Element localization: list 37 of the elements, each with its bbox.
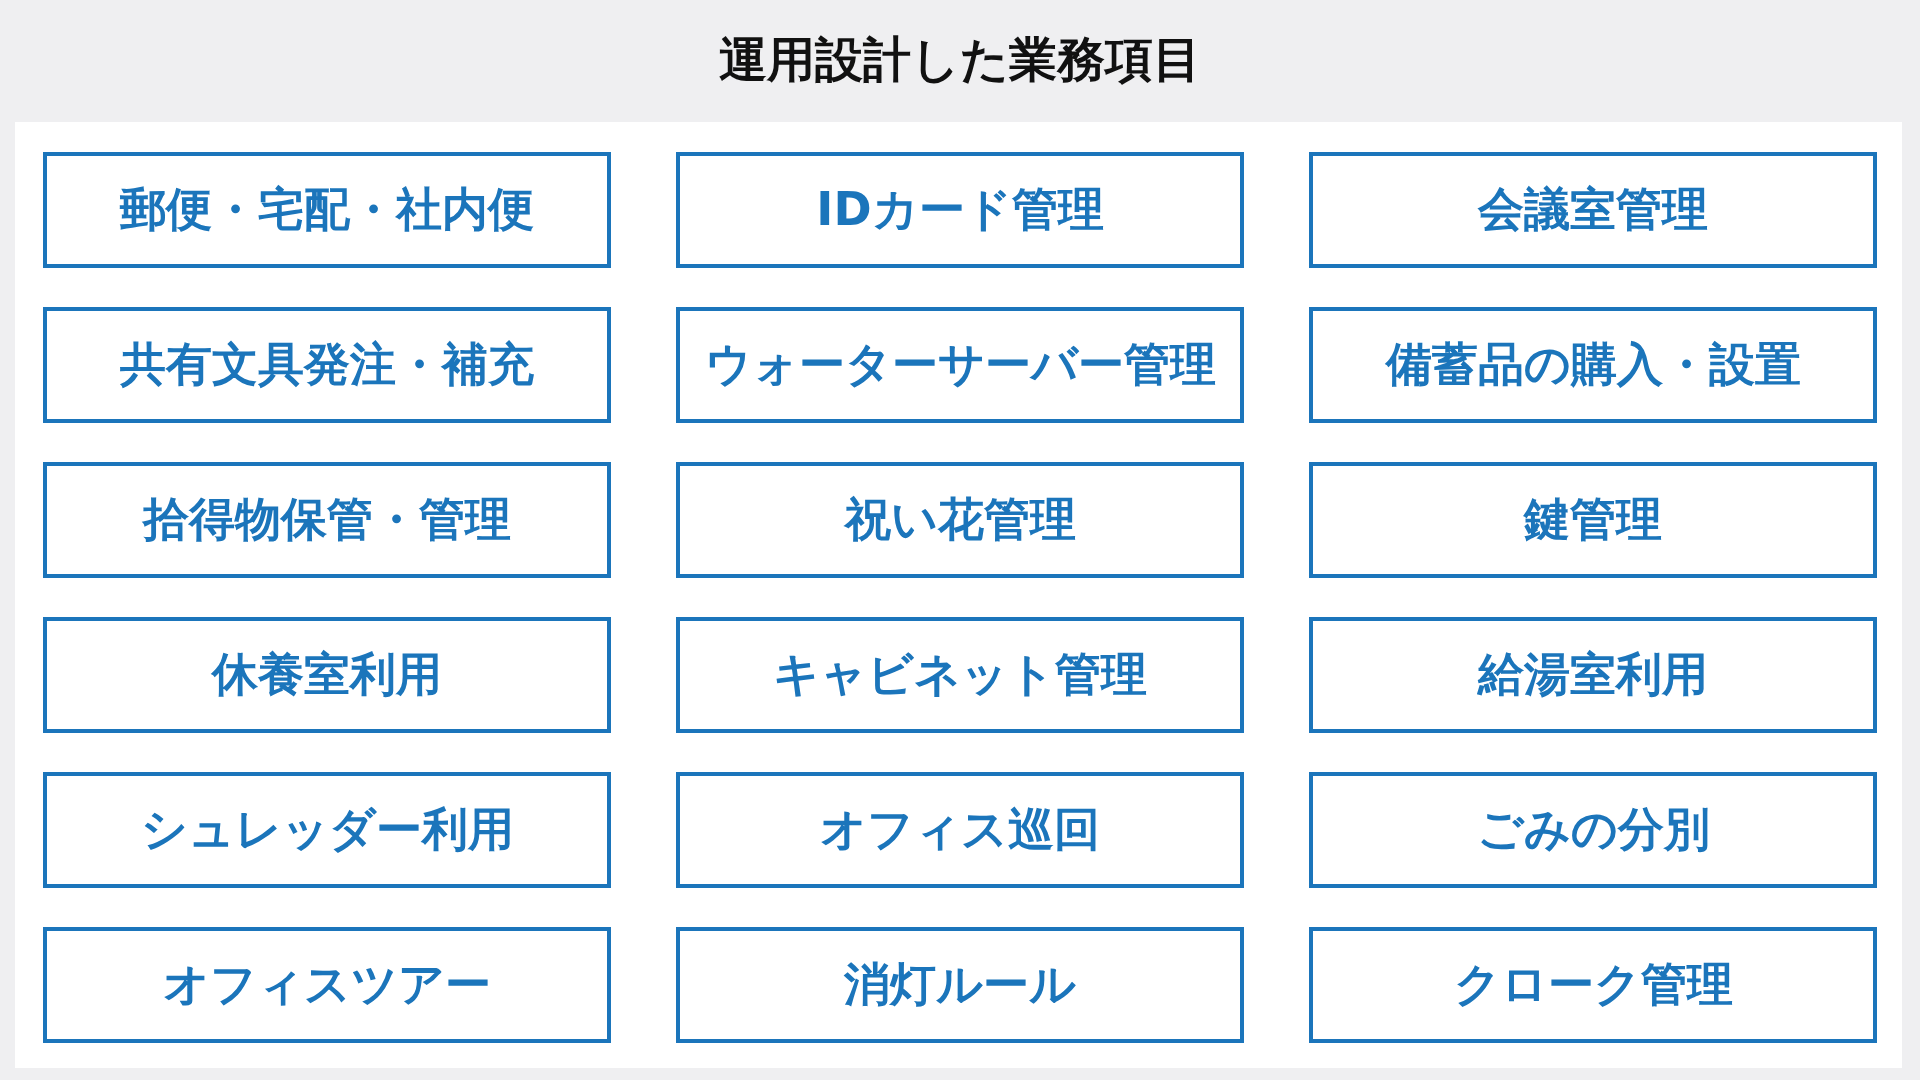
item-box — [1309, 927, 1877, 1043]
item-label: シュレッダー利用 — [140, 801, 514, 858]
item-label: 鍵管理 — [1524, 491, 1662, 548]
item-label: 消灯ルール — [844, 956, 1076, 1013]
item-label: ウォーターサーバー管理 — [704, 336, 1216, 393]
item-box — [43, 772, 611, 888]
item-box — [676, 307, 1244, 423]
item-box — [1309, 307, 1877, 423]
item-label: IDカード管理 — [816, 181, 1104, 238]
item-label: オフィスツアー — [163, 956, 491, 1013]
item-box — [1309, 617, 1877, 733]
item-box — [43, 462, 611, 578]
item-label: 会議室管理 — [1478, 181, 1708, 238]
item-label: 郵便・宅配・社内便 — [120, 181, 534, 238]
item-label: 祝い花管理 — [844, 491, 1076, 548]
item-label: ごみの分別 — [1476, 801, 1710, 858]
item-box — [1309, 462, 1877, 578]
item-label: 拾得物保管・管理 — [143, 491, 511, 548]
item-box — [676, 617, 1244, 733]
item-box — [676, 927, 1244, 1043]
item-label: 備蓄品の購入・設置 — [1385, 336, 1801, 393]
item-box — [43, 307, 611, 423]
item-label: 共有文具発注・補充 — [120, 336, 534, 393]
item-box — [1309, 152, 1877, 268]
item-box — [43, 152, 611, 268]
item-label: オフィス巡回 — [820, 801, 1100, 858]
title: 運用設計した業務項目 — [719, 31, 1201, 87]
item-box — [676, 772, 1244, 888]
item-box — [1309, 772, 1877, 888]
item-box — [43, 617, 611, 733]
item-box — [43, 927, 611, 1043]
item-label: キャビネット管理 — [773, 646, 1147, 703]
item-box — [676, 152, 1244, 268]
item-label: 休養室利用 — [212, 646, 442, 703]
item-label: 給湯室利用 — [1478, 646, 1708, 703]
item-box — [676, 462, 1244, 578]
item-label: クローク管理 — [1453, 956, 1733, 1013]
